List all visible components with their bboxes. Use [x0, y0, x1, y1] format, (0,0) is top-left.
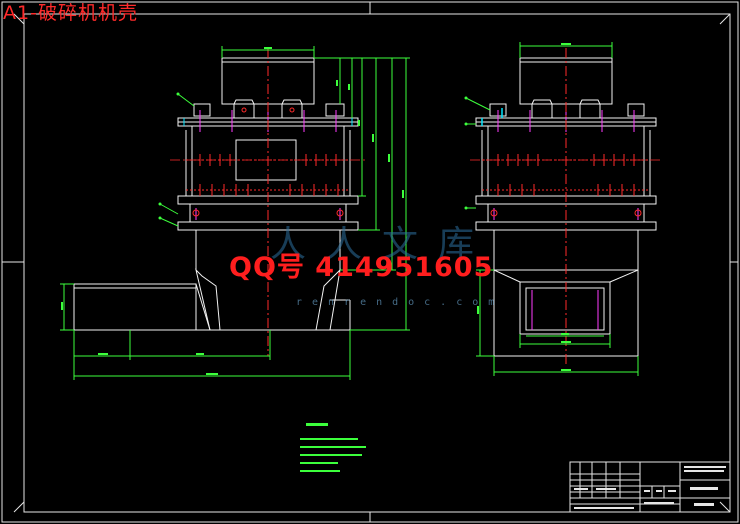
- front-ribs: [199, 154, 339, 196]
- front-view: [73, 57, 359, 331]
- watermark-name: 人人文库: [270, 224, 495, 265]
- front-dimension-ticks: [61, 47, 404, 375]
- watermark-site: renrendoc.com: [296, 297, 505, 308]
- front-bolt-holes: [192, 107, 344, 217]
- front-highlight: [183, 118, 353, 126]
- side-dimension-ticks: [464, 43, 571, 371]
- drawing-title: A1-破碎机机壳: [3, 2, 138, 24]
- title-block: [569, 461, 731, 513]
- title-block-text: [574, 466, 726, 509]
- side-dimensions: [465, 42, 639, 376]
- qq-contact: QQ号 414951605: [229, 252, 494, 283]
- side-bolt-holes: [490, 209, 642, 217]
- technical-notes: [300, 423, 366, 472]
- front-dimensions: [60, 46, 410, 380]
- side-highlight: [481, 108, 503, 126]
